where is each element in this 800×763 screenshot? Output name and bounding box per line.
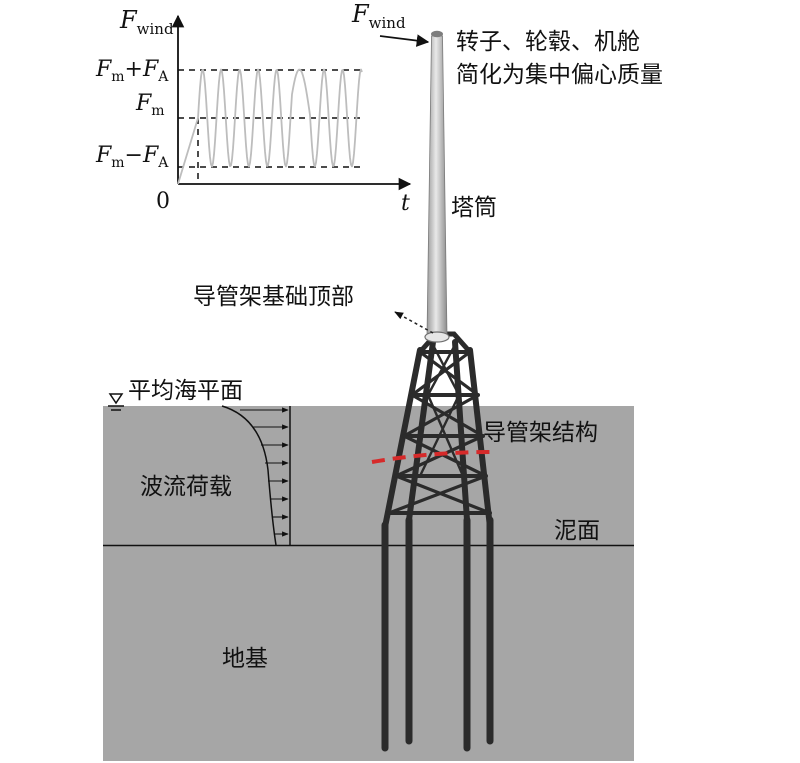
jacket-structure-label: 导管架结构	[483, 420, 598, 446]
piles	[381, 516, 494, 752]
jacket-structure	[382, 331, 493, 530]
level-symbol: F	[95, 143, 112, 168]
jacket-x-brace	[402, 393, 480, 438]
level-label-min: Fm−FA	[95, 143, 169, 171]
wind-load-signal	[177, 68, 363, 185]
jacket-leg	[382, 347, 423, 530]
jacket-x-brace	[394, 434, 485, 478]
jacket-leg	[452, 339, 470, 523]
tower-label: 塔筒	[451, 195, 497, 221]
level-subscript: m	[151, 103, 164, 119]
jacket-x-brace	[426, 393, 465, 478]
wave-load-profile	[221, 405, 291, 546]
wind-force-label: Fwind	[351, 0, 406, 32]
jacket-x-brace	[418, 393, 461, 478]
jacket-x-brace	[410, 350, 472, 397]
jacket-top-label: 导管架基础顶部	[193, 284, 354, 310]
jacket-x-brace	[426, 343, 457, 397]
wind-force-arrow	[379, 34, 430, 47]
chart-origin-label: 0	[156, 189, 170, 214]
soil-region	[103, 546, 634, 761]
level-symbol: F	[142, 143, 159, 168]
msl-label: 平均海平面	[128, 378, 243, 404]
load-history-chart: Fwind t 0 Fm+FA Fm Fm−FA	[95, 6, 412, 216]
level-subscript: A	[157, 69, 169, 85]
rotor-nacelle-mass	[431, 30, 443, 38]
jacket-x-brace	[387, 474, 488, 515]
jacket-x-brace	[410, 393, 485, 438]
level-symbol: F	[135, 91, 152, 116]
wave-load-label: 波流荷载	[140, 474, 232, 500]
sea-water	[103, 406, 634, 546]
level-label-mean: Fm	[135, 91, 165, 119]
foundation-label: 地基	[222, 646, 268, 672]
level-subscript: A	[157, 155, 169, 171]
seabed-soil	[103, 546, 634, 761]
tower	[426, 35, 448, 337]
y-axis-subscript: wind	[137, 20, 174, 38]
jacket-top-flange	[424, 331, 450, 343]
wave-profile-curve	[221, 405, 277, 546]
wave-load-arrows	[240, 407, 289, 537]
rna-label-line1: 转子、轮毂、机舱	[456, 29, 640, 55]
level-symbol: F	[142, 57, 159, 82]
jacket-top-pointer	[394, 311, 434, 334]
rna-label-line2: 简化为集中偏心质量	[456, 62, 663, 88]
level-subscript: m	[111, 69, 124, 85]
jacket-leg	[406, 339, 436, 523]
mudline-label: 泥面	[554, 518, 600, 544]
chart-x-axis-label: t	[401, 191, 410, 216]
msl-symbol	[108, 393, 124, 411]
jacket-x-brace	[431, 343, 461, 397]
level-subscript: m	[111, 155, 124, 171]
jacket-cut-line	[371, 450, 494, 464]
jacket-x-brace	[402, 434, 488, 478]
level-label-max: Fm+FA	[95, 57, 169, 85]
level-operator: +	[125, 57, 143, 82]
level-operator: −	[125, 143, 143, 168]
y-axis-symbol: F	[119, 6, 138, 34]
jacket-x-brace	[394, 474, 492, 515]
wind-force-symbol: F	[351, 0, 370, 28]
wind-force-subscript: wind	[369, 14, 406, 32]
water-region	[103, 406, 634, 546]
level-symbol: F	[95, 57, 112, 82]
msl-triangle-icon	[108, 393, 124, 405]
chart-y-axis-label: Fwind	[119, 6, 174, 38]
